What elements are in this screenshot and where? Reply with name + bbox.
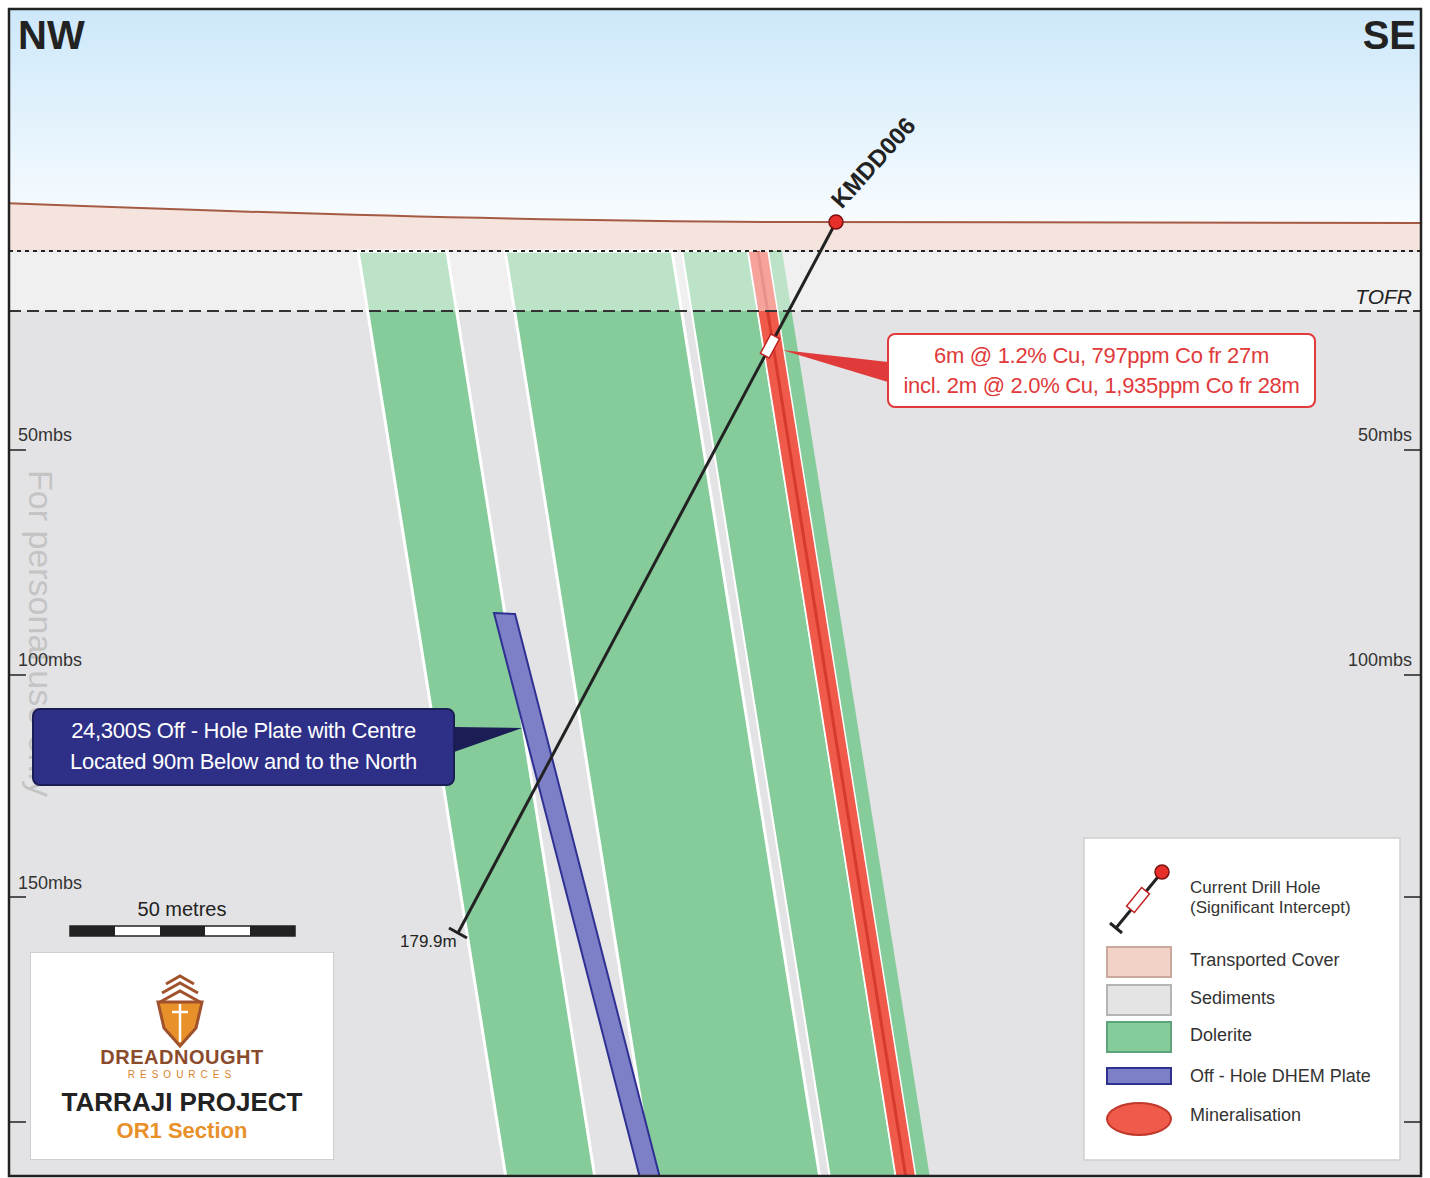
collar-dot xyxy=(829,215,843,229)
dhem-plate xyxy=(494,613,660,1176)
scale-bar xyxy=(70,926,295,936)
callout-text: RESOURCES xyxy=(31,1069,333,1081)
legend-drill-icon xyxy=(1110,865,1169,933)
intercept-marker xyxy=(760,334,779,358)
callout-text: 24,300S Off - Hole Plate with Centre Loc… xyxy=(44,716,443,778)
callout-text: OR1 Section xyxy=(31,1118,333,1144)
logo-box: DREADNOUGHTRESOURCES TARRAJI PROJECTOR1 S… xyxy=(30,952,334,1160)
legend-text: Mineralisation xyxy=(1190,1105,1301,1127)
callout-text: 6m @ 1.2% Cu, 797ppm Co fr 27m xyxy=(901,341,1302,371)
scale-label: 50 metres xyxy=(138,898,227,921)
depth-label: 50mbs xyxy=(1358,425,1412,446)
legend-text: Off - Hole DHEM Plate xyxy=(1190,1066,1371,1088)
callout-text: DREADNOUGHT xyxy=(31,1045,333,1069)
depth-label: 100mbs xyxy=(18,650,82,671)
legend-swatch xyxy=(1106,946,1172,978)
tofr-line xyxy=(9,310,1421,312)
horizon-label: TOFR xyxy=(1355,285,1412,309)
logo-panel xyxy=(30,952,334,1160)
legend-text: Current Drill Hole (Significant Intercep… xyxy=(1190,878,1380,919)
legend-swatch xyxy=(1106,1067,1172,1085)
direction-label: SE xyxy=(1363,12,1416,58)
base-of-cover-line xyxy=(9,250,1421,252)
frame xyxy=(9,9,1421,1176)
callout-text: incl. 2m @ 2.0% Cu, 1,935ppm Co fr 28m xyxy=(901,371,1302,401)
hole-depth-label: 179.9m xyxy=(400,932,457,952)
logo-icon xyxy=(158,976,202,1046)
mineralisation-core xyxy=(758,251,906,1176)
callout-text: TARRAJI PROJECT xyxy=(31,1087,333,1118)
legend-swatch xyxy=(1106,1021,1172,1053)
legend-text: Sediments xyxy=(1190,988,1275,1010)
direction-label: NW xyxy=(18,12,85,58)
leader-pointer xyxy=(454,727,522,752)
legend-text: Dolerite xyxy=(1190,1025,1252,1047)
surface-line xyxy=(9,203,1421,223)
legend-swatch xyxy=(1106,984,1172,1016)
depth-label: 100mbs xyxy=(1348,650,1412,671)
depth-label: 50mbs xyxy=(18,425,72,446)
depth-label: 150mbs xyxy=(18,873,82,894)
legend-swatch xyxy=(1106,1102,1172,1136)
legend-text: Transported Cover xyxy=(1190,950,1339,972)
weathered-zone xyxy=(9,252,1421,311)
drill-hole xyxy=(458,222,836,933)
sediments xyxy=(9,251,1421,1176)
legend-panel xyxy=(1084,838,1400,1160)
leader-pointer xyxy=(782,350,888,382)
sky xyxy=(9,9,1421,260)
transported-cover xyxy=(9,203,1421,251)
dhem-callout: 24,300S Off - Hole Plate with Centre Loc… xyxy=(32,708,455,786)
legend: Current Drill Hole (Significant Intercep… xyxy=(1084,838,1400,1160)
intercept-callout: 6m @ 1.2% Cu, 797ppm Co fr 27mincl. 2m @… xyxy=(887,333,1316,408)
